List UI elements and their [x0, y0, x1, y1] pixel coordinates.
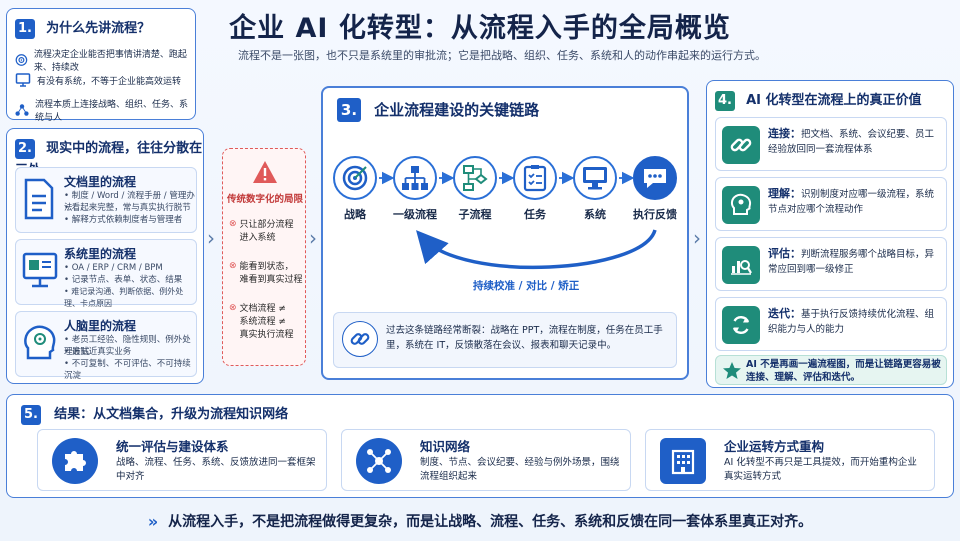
chain-arrows: [379, 171, 657, 270]
loop-label: 持续校准 / 对比 / 矫正: [473, 280, 580, 292]
chevron-right-icon: ›: [309, 226, 317, 250]
brain-icon: [24, 325, 56, 360]
section-5-card: 5. 结果：从文档集合，升级为流程知识网络 统一评估与建设体系 战略、流程、任务…: [6, 394, 954, 498]
puzzle-icon: [65, 451, 86, 471]
cross-icon: ⊗: [229, 219, 237, 229]
monitor-icon: [15, 73, 31, 87]
process-group-system: 系统里的流程 • OA / ERP / CRM / BPM • 记录节点、表单、…: [15, 239, 197, 308]
section-1-item: 流程决定企业能否把事情讲清楚、跑起来、持续改: [15, 47, 193, 73]
cross-icon: ⊗: [229, 261, 237, 271]
chat-icon: [644, 169, 666, 188]
section-5-number: 5.: [21, 405, 41, 425]
double-chevron-icon: »: [147, 511, 159, 531]
section-2-number: 2.: [15, 139, 35, 159]
value-item-evaluate: 评估：判断流程服务哪个战略目标，异常应回到哪一级修正: [715, 237, 947, 291]
target-icon: [15, 54, 28, 66]
page-title: 企业 AI 化转型：从流程入手的全局概览: [229, 13, 731, 44]
section-4-title: AI 化转型在流程上的真正价值: [746, 93, 922, 108]
hub-icon: [367, 449, 391, 473]
section-3-number: 3.: [337, 98, 361, 122]
link-icon: [730, 138, 752, 152]
chain-node-task: [513, 156, 557, 200]
result-item-restructure: 企业运转方式重构 AI 化转型不再只是工具提效，而开始重构企业真实运转方式: [645, 429, 935, 491]
group-title: 人脑里的流程: [64, 319, 137, 333]
section-4-number: 4.: [715, 91, 735, 111]
system-icon: [22, 252, 58, 288]
chain-node-system: [573, 156, 617, 200]
warning-icon: [253, 161, 277, 183]
ai-star-note: AI 不是再画一遍流程图，而是让链路更容易被连接、理解、评估和迭代。: [715, 355, 947, 385]
process-group-brain: 人脑里的流程 • 老员工经验、隐性规则、例外处理方式 • 最贴近真实业务 • 不…: [15, 311, 197, 381]
building-icon: [671, 449, 695, 475]
footer-banner: » 从流程入手，不是把流程做得更复杂，而是让战略、流程、任务、系统和反馈在同一套…: [0, 506, 960, 536]
section-1-card: 1. 为什么先讲流程？ 流程决定企业能否把事情讲清楚、跑起来、持续改 有没有系统…: [6, 8, 196, 123]
limits-title: 传统数字化的局限: [227, 194, 304, 205]
checklist-icon: [523, 165, 547, 192]
section-2-card: 2. 现实中的流程，往往分散在三处 文档里的流程 • 制度 / Word / 流…: [6, 128, 204, 384]
chain-node-feedback: [633, 156, 677, 200]
document-icon: [24, 178, 54, 220]
chevron-right-icon: ›: [207, 226, 215, 250]
analytics-icon: [731, 260, 752, 275]
value-item-iterate: 迭代：基于执行反馈持续优化流程、组织能力与人的能力: [715, 297, 947, 351]
section-4-card: 4. AI 化转型在流程上的真正价值 连接：把文档、系统、会议纪要、员工经验放回…: [706, 80, 954, 388]
section-1-number: 1.: [15, 19, 35, 39]
cross-icon: ⊗: [229, 303, 237, 313]
section-1-title: 为什么先讲流程？: [46, 21, 151, 36]
network-icon: [15, 104, 29, 116]
flowchart-icon: [463, 165, 488, 191]
star-icon: [723, 362, 741, 379]
limits-card: 传统数字化的局限 ⊗ 只让部分流程 进入系统 ⊗ 能看到状态， 难看到真实过程 …: [222, 148, 306, 366]
footer-text: 从流程入手，不是把流程做得更复杂，而是让战略、流程、任务、系统和反馈在同一套体系…: [168, 514, 813, 530]
target-icon: [342, 165, 368, 191]
org-chart-icon: [402, 166, 428, 190]
result-item-knowledge: 知识网络 制度、节点、会议纪要、经验与例外场景，围绕流程组织起来: [341, 429, 631, 491]
page-subtitle: 流程不是一张图，也不只是系统里的审批流；它是把战略、组织、任务、系统和人的动作串…: [238, 49, 766, 62]
chain-node-strategy: [333, 156, 377, 200]
group-title: 文档里的流程: [64, 175, 137, 189]
value-item-connect: 连接：把文档、系统、会议纪要、员工经验放回同一套流程体系: [715, 117, 947, 171]
chevron-right-icon: ›: [693, 226, 701, 250]
value-item-understand: 理解：识别制度对应哪一级流程，系统节点对应哪个流程动作: [715, 177, 947, 231]
chain-break-note: 过去这条链路经常断裂：战略在 PPT，流程在制度，任务在员工手里，系统在 IT，…: [333, 312, 677, 368]
monitor-icon: [583, 167, 607, 190]
refresh-icon: [732, 316, 750, 334]
result-item-framework: 统一评估与建设体系 战略、流程、任务、系统、反馈放进同一套框架中对齐: [37, 429, 327, 491]
section-5-title: 结果：从文档集合，升级为流程知识网络: [54, 407, 289, 422]
link-icon: [350, 333, 370, 345]
section-1-item: 流程本质上连接战略、组织、任务、系统与人: [15, 97, 193, 123]
group-title: 系统里的流程: [64, 247, 137, 261]
section-3-title: 企业流程建设的关键链路: [374, 101, 540, 119]
process-group-document: 文档里的流程 • 制度 / Word / 流程手册 / 管理办法 • 看起来完整…: [15, 167, 197, 233]
section-1-item: 有没有系统，不等于企业能高效运转: [15, 72, 193, 88]
section-3-card: 3. 企业流程建设的关键链路 战略 一级流程 子流程 任务 系统 执行反馈: [321, 86, 689, 380]
brain-icon: [730, 193, 752, 215]
